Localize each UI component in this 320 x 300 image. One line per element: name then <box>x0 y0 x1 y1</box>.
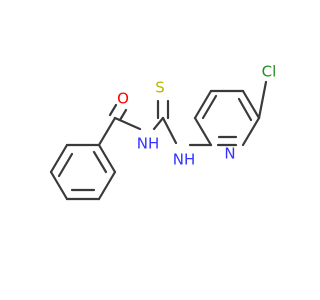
bond-benzene-5 <box>97 170 117 201</box>
bond-benzene-2b <box>57 152 74 178</box>
bond-pyridine-1 <box>193 116 213 147</box>
bond-carbonyl-to-nh <box>113 116 142 131</box>
amine-nh-label: NH <box>173 151 196 169</box>
bond-carbonyl-double-2 <box>118 108 128 122</box>
bond-benzene-3 <box>49 170 69 201</box>
molecule-canvas: O S Cl N NH NH <box>49 62 277 201</box>
bond-nh-to-thiourea <box>152 116 165 131</box>
pyridine-nitrogen-label: N <box>224 145 235 163</box>
bond-pyridine-5 <box>241 116 261 147</box>
amide-nh-label: NH <box>137 135 160 153</box>
bond-benzene-6 <box>97 143 117 174</box>
bond-thiourea-to-nh <box>161 116 178 145</box>
bond-carbonyl-double-1 <box>108 103 118 117</box>
sulfur-atom-label: S <box>155 79 165 97</box>
bond-pyridine-4b <box>237 97 253 122</box>
bond-pyridine-2b <box>201 94 218 120</box>
molecule-diagram: O S Cl N NH NH <box>49 63 277 201</box>
chlorine-atom-label: Cl <box>262 63 277 81</box>
bond-chloro <box>257 80 268 120</box>
bond-benzene-6b <box>92 150 108 174</box>
bond-pyridine-2 <box>193 89 213 120</box>
bond-pyridine-4 <box>241 89 261 120</box>
oxygen-atom-label: O <box>117 90 129 108</box>
bond-ring-to-carbonyl <box>97 116 117 147</box>
bond-benzene-2 <box>49 143 69 174</box>
